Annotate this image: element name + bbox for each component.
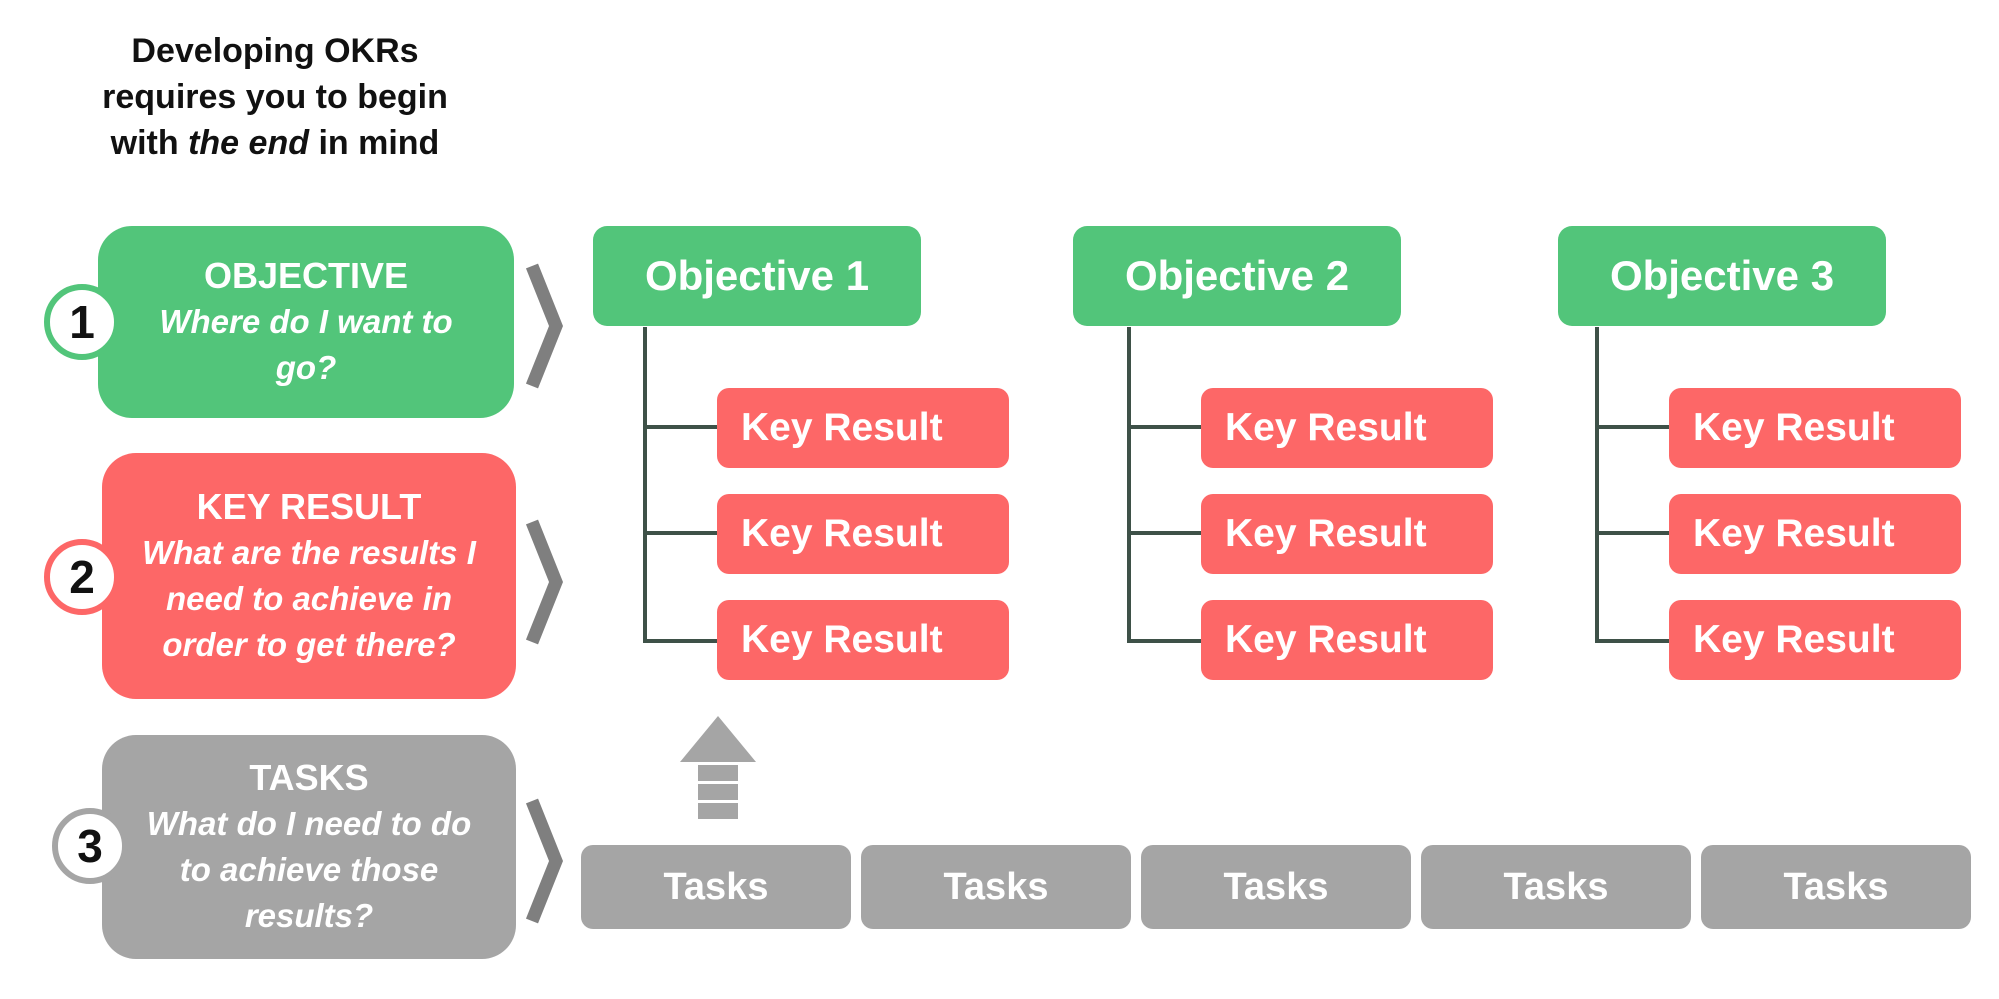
key-result-box: Key Result xyxy=(717,600,1009,680)
heading-line-3: with the end in mind xyxy=(70,120,480,166)
connector-branch xyxy=(643,425,719,429)
task-box: Tasks xyxy=(581,845,851,929)
key-result-box: Key Result xyxy=(1669,494,1961,574)
legend-key-result-title: KEY RESULT xyxy=(196,486,422,527)
key-result-box: Key Result xyxy=(1669,388,1961,468)
key-result-box: Key Result xyxy=(1201,600,1493,680)
key-result-box: Key Result xyxy=(1201,388,1493,468)
connector-branch xyxy=(1127,639,1203,643)
chevron-right-icon xyxy=(525,519,564,645)
step-1-badge: 1 xyxy=(44,284,120,360)
task-box: Tasks xyxy=(1701,845,1971,929)
legend-objective-subtitle: Where do I want to go? xyxy=(159,303,453,386)
connector-branch xyxy=(1595,425,1671,429)
step-2-badge: 2 xyxy=(44,539,120,615)
legend-tasks-box: TASKS What do I need to do to achieve th… xyxy=(102,735,516,959)
key-result-box: Key Result xyxy=(717,494,1009,574)
objective-2-box: Objective 2 xyxy=(1073,226,1401,326)
task-box: Tasks xyxy=(861,845,1131,929)
chevron-right-icon xyxy=(525,798,564,924)
connector-branch xyxy=(1595,531,1671,535)
legend-objective-box: OBJECTIVE Where do I want to go? xyxy=(98,226,514,418)
page-title: Developing OKRs requires you to begin wi… xyxy=(70,28,480,166)
connector-trunk-3 xyxy=(1595,327,1599,643)
objective-1-box: Objective 1 xyxy=(593,226,921,326)
key-result-box: Key Result xyxy=(1669,600,1961,680)
connector-trunk-2 xyxy=(1127,327,1131,643)
connector-trunk-1 xyxy=(643,327,647,643)
heading-line-2: requires you to begin xyxy=(102,78,448,116)
connector-branch xyxy=(1127,425,1203,429)
step-3-badge: 3 xyxy=(52,808,128,884)
heading-line-3-pre: with xyxy=(110,124,189,162)
legend-tasks-title: TASKS xyxy=(249,757,369,798)
heading-line-1: Developing OKRs xyxy=(131,32,419,70)
key-result-box: Key Result xyxy=(717,388,1009,468)
chevron-right-icon xyxy=(525,263,564,389)
task-box: Tasks xyxy=(1421,845,1691,929)
key-result-box: Key Result xyxy=(1201,494,1493,574)
objective-3-box: Objective 3 xyxy=(1558,226,1886,326)
connector-branch xyxy=(643,531,719,535)
legend-tasks-subtitle: What do I need to do to achieve those re… xyxy=(146,805,472,934)
connector-branch xyxy=(1595,639,1671,643)
legend-key-result-subtitle: What are the results I need to achieve i… xyxy=(142,534,476,663)
heading-line-3-post: in mind xyxy=(309,124,440,162)
arrow-up-icon xyxy=(680,716,756,819)
connector-branch xyxy=(643,639,719,643)
task-box: Tasks xyxy=(1141,845,1411,929)
legend-key-result-box: KEY RESULT What are the results I need t… xyxy=(102,453,516,699)
heading-line-3-emphasis: the end xyxy=(188,124,309,162)
legend-objective-title: OBJECTIVE xyxy=(203,255,409,296)
connector-branch xyxy=(1127,531,1203,535)
